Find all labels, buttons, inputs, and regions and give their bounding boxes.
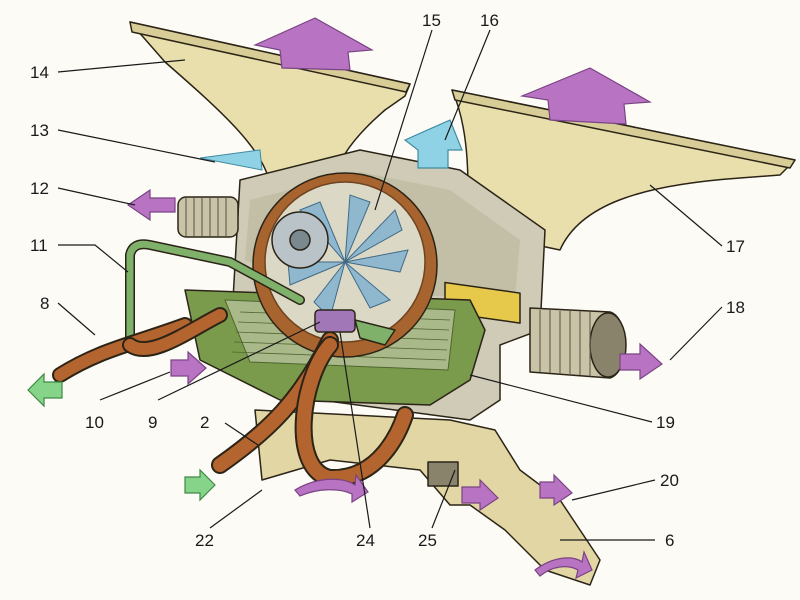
callout-12: 12 [30,179,49,198]
leader-22 [209,489,263,529]
callout-15: 15 [422,11,441,30]
leader-2 [224,422,259,446]
leader-12 [57,187,136,206]
leader-25 [431,469,456,529]
hose-10-fill [124,309,226,356]
coolant-pipe-11-fill [126,240,304,344]
side-arrow-right [619,342,663,381]
callout-16: 16 [480,11,499,30]
leader-9 [157,321,321,401]
warm-air-arrow-top-left [253,17,375,71]
fan-motor-hub [289,229,311,251]
leader-18 [669,306,723,361]
hose-8-fill [54,319,191,381]
callout-20: 20 [660,471,679,490]
callout-2: 2 [200,413,209,432]
leader-24 [339,331,371,529]
right-outlet-tube [529,307,627,379]
arrow-near-10 [170,350,207,386]
callout-8: 8 [40,294,49,313]
coolant-out-arrow [27,372,63,408]
callout-22: 22 [195,531,214,550]
callout-17: 17 [726,237,745,256]
warm-air-arrow-top-right [519,67,653,125]
leader-14 [57,59,186,73]
floor-arrow-6 [534,550,593,580]
leader-11 [58,244,129,273]
callout-9: 9 [148,413,157,432]
leader-20 [571,479,656,501]
right-top-duct [451,89,796,251]
callout-18: 18 [726,298,745,317]
floor-arrow-20 [539,473,573,507]
leader-16 [444,29,491,141]
callout-14: 14 [30,63,49,82]
callout-25: 25 [418,531,437,550]
leader-8 [57,302,96,336]
callout-10: 10 [85,413,104,432]
floor-arrow-22 [294,473,369,504]
side-arrow-left [126,188,176,222]
leader-15 [374,29,433,211]
leader-10 [99,371,171,401]
callout-6: 6 [665,531,674,550]
callout-11: 11 [30,236,48,255]
left-inlet-tube [177,196,239,238]
callout-13: 13 [30,121,49,140]
callout-24: 24 [356,531,375,550]
control-valve [314,309,396,346]
coolant-in-arrow [184,468,216,502]
fresh-air-arrow-left [199,149,263,171]
hose-return-loop-fill [296,338,412,486]
leader-13 [57,129,216,163]
right-top-duct-lip [451,89,796,169]
callout-19: 19 [656,413,675,432]
leader-17 [649,184,723,247]
leader-19 [469,374,653,423]
floor-arrow-25 [461,478,499,512]
